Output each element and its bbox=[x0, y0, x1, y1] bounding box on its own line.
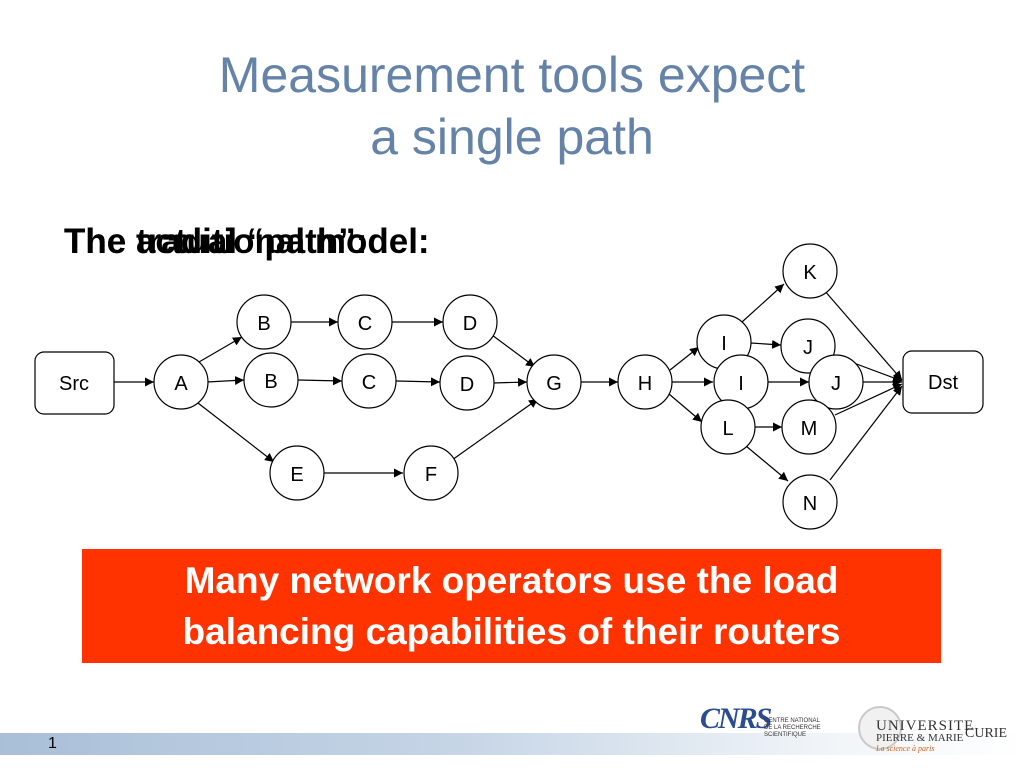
node-dst: Dst bbox=[902, 350, 984, 414]
edge-i1-j1 bbox=[750, 339, 782, 349]
svg-text:K: K bbox=[803, 262, 817, 284]
upmc-logo-word-3: CURIE bbox=[965, 726, 1007, 741]
edge-a-b2 bbox=[206, 375, 245, 385]
cnrs-logo-line-1: CENTRE NATIONAL bbox=[764, 718, 820, 724]
edges bbox=[114, 283, 903, 482]
title-line-1: Measurement tools expect bbox=[218, 47, 806, 103]
node-d-top: D bbox=[442, 294, 498, 350]
svg-text:H: H bbox=[638, 373, 652, 395]
cnrs-logo-line-3: SCIENTIFIQUE bbox=[764, 732, 807, 738]
cnrs-logo: CNRS CENTRE NATIONAL DE LA RECHERCHE SCI… bbox=[700, 700, 840, 752]
heading-overlay-b: The actual “path”: bbox=[64, 222, 368, 261]
node-g: G bbox=[526, 354, 582, 410]
page-number: 1 bbox=[48, 735, 57, 752]
node-c-top: C bbox=[337, 294, 393, 350]
edge-c2-d2 bbox=[395, 377, 441, 387]
svg-text:I: I bbox=[738, 373, 744, 395]
node-b-top: B bbox=[236, 294, 292, 350]
svg-text:L: L bbox=[722, 418, 733, 440]
title-line-2: a single path bbox=[370, 109, 654, 165]
edge-f-g bbox=[451, 398, 539, 461]
edge-m-dst bbox=[834, 383, 903, 416]
edge-d1-g bbox=[491, 334, 536, 368]
svg-text:A: A bbox=[174, 373, 188, 395]
upmc-seal-icon bbox=[858, 706, 902, 750]
node-n: N bbox=[782, 474, 838, 530]
cnrs-logo-text: CENTRE NATIONAL DE LA RECHERCHE SCIENTIF… bbox=[764, 718, 821, 739]
svg-text:D: D bbox=[460, 374, 474, 396]
svg-text:N: N bbox=[803, 493, 817, 515]
node-j-middle: J bbox=[808, 354, 864, 410]
node-src: Src bbox=[34, 351, 115, 415]
callout-line-2: balancing capabilities of their routers bbox=[182, 611, 841, 652]
svg-text:J: J bbox=[831, 373, 841, 395]
edge-h-i1 bbox=[669, 346, 700, 371]
edge-d2-g bbox=[492, 377, 528, 387]
svg-text:Src: Src bbox=[59, 373, 89, 395]
node-k: K bbox=[782, 243, 838, 299]
upmc-logo-word-1: UNIVERSITE bbox=[876, 718, 975, 734]
svg-text:J: J bbox=[803, 337, 813, 359]
edge-k-dst bbox=[823, 289, 903, 381]
edge-h-l bbox=[668, 393, 703, 423]
node-m: M bbox=[781, 399, 837, 455]
svg-text:G: G bbox=[546, 373, 562, 395]
callout-banner: Many network operators use the load bala… bbox=[82, 549, 941, 663]
edge-l-n bbox=[745, 445, 789, 482]
node-e: E bbox=[269, 445, 325, 501]
heading-overlay-a: The traditional model: bbox=[64, 222, 430, 261]
edge-i1-k bbox=[741, 283, 785, 323]
callout-line-1: Many network operators use the load bbox=[184, 560, 839, 601]
node-c-middle: C bbox=[341, 353, 397, 409]
svg-text:D: D bbox=[463, 313, 477, 335]
svg-text:E: E bbox=[290, 464, 303, 486]
overlapping-heading: The traditional model: The actual “path”… bbox=[64, 222, 494, 262]
svg-text:F: F bbox=[425, 464, 437, 486]
node-f: F bbox=[403, 445, 459, 501]
edge-a-b1 bbox=[198, 336, 243, 363]
upmc-logo: UNIVERSITE PIERRE & MARIE CURIE La scien… bbox=[858, 702, 1024, 758]
edge-b2-c2 bbox=[297, 376, 343, 386]
cnrs-logo-mark: CNRS bbox=[700, 702, 772, 735]
upmc-logo-tagline: La science à paris bbox=[876, 744, 935, 753]
cnrs-logo-line-2: DE LA RECHERCHE bbox=[764, 725, 821, 731]
svg-text:Dst: Dst bbox=[928, 372, 958, 394]
svg-text:C: C bbox=[358, 313, 372, 335]
upmc-logo-word-2: PIERRE & MARIE bbox=[876, 732, 964, 744]
node-h: H bbox=[617, 354, 673, 410]
svg-text:I: I bbox=[721, 333, 727, 355]
svg-text:B: B bbox=[264, 371, 277, 393]
node-d-middle: D bbox=[439, 355, 495, 411]
node-l: L bbox=[700, 399, 756, 455]
slide-title: Measurement tools expect a single path bbox=[0, 44, 1024, 168]
svg-text:B: B bbox=[257, 313, 270, 335]
node-b-middle: B bbox=[243, 352, 299, 408]
svg-text:C: C bbox=[362, 372, 376, 394]
svg-text:M: M bbox=[801, 418, 818, 440]
footer-bar bbox=[0, 733, 1024, 755]
edge-a-e bbox=[197, 402, 275, 463]
node-a: A bbox=[153, 354, 209, 410]
edge-n-dst bbox=[829, 385, 903, 481]
